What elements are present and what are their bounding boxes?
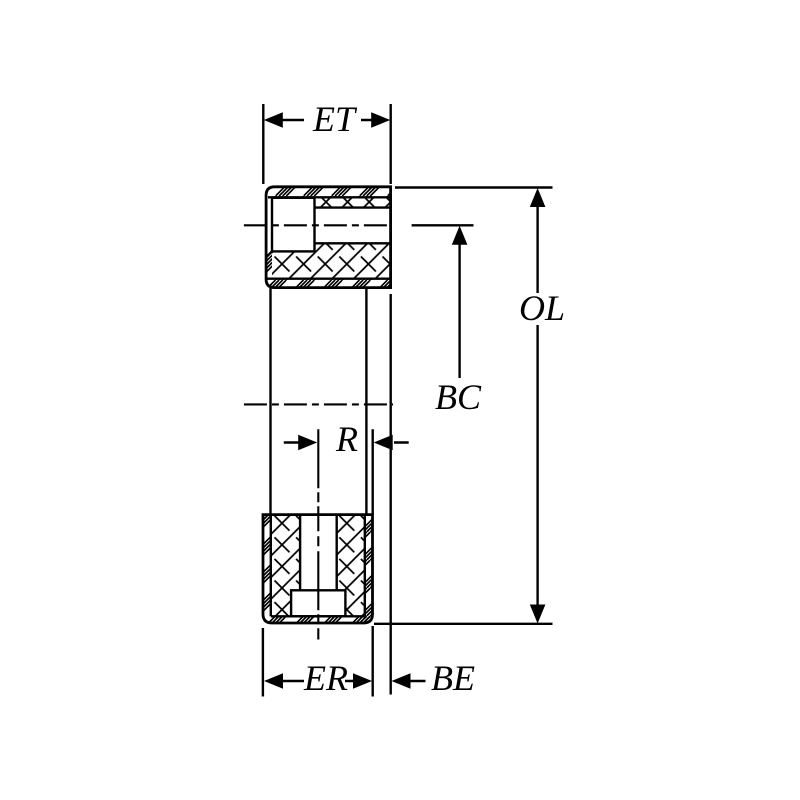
svg-text:ET: ET <box>312 99 358 139</box>
svg-text:ER: ER <box>303 658 348 698</box>
svg-text:OL: OL <box>519 288 565 328</box>
svg-text:BC: BC <box>435 377 482 417</box>
svg-text:BE: BE <box>431 658 475 698</box>
svg-text:R: R <box>335 419 358 459</box>
